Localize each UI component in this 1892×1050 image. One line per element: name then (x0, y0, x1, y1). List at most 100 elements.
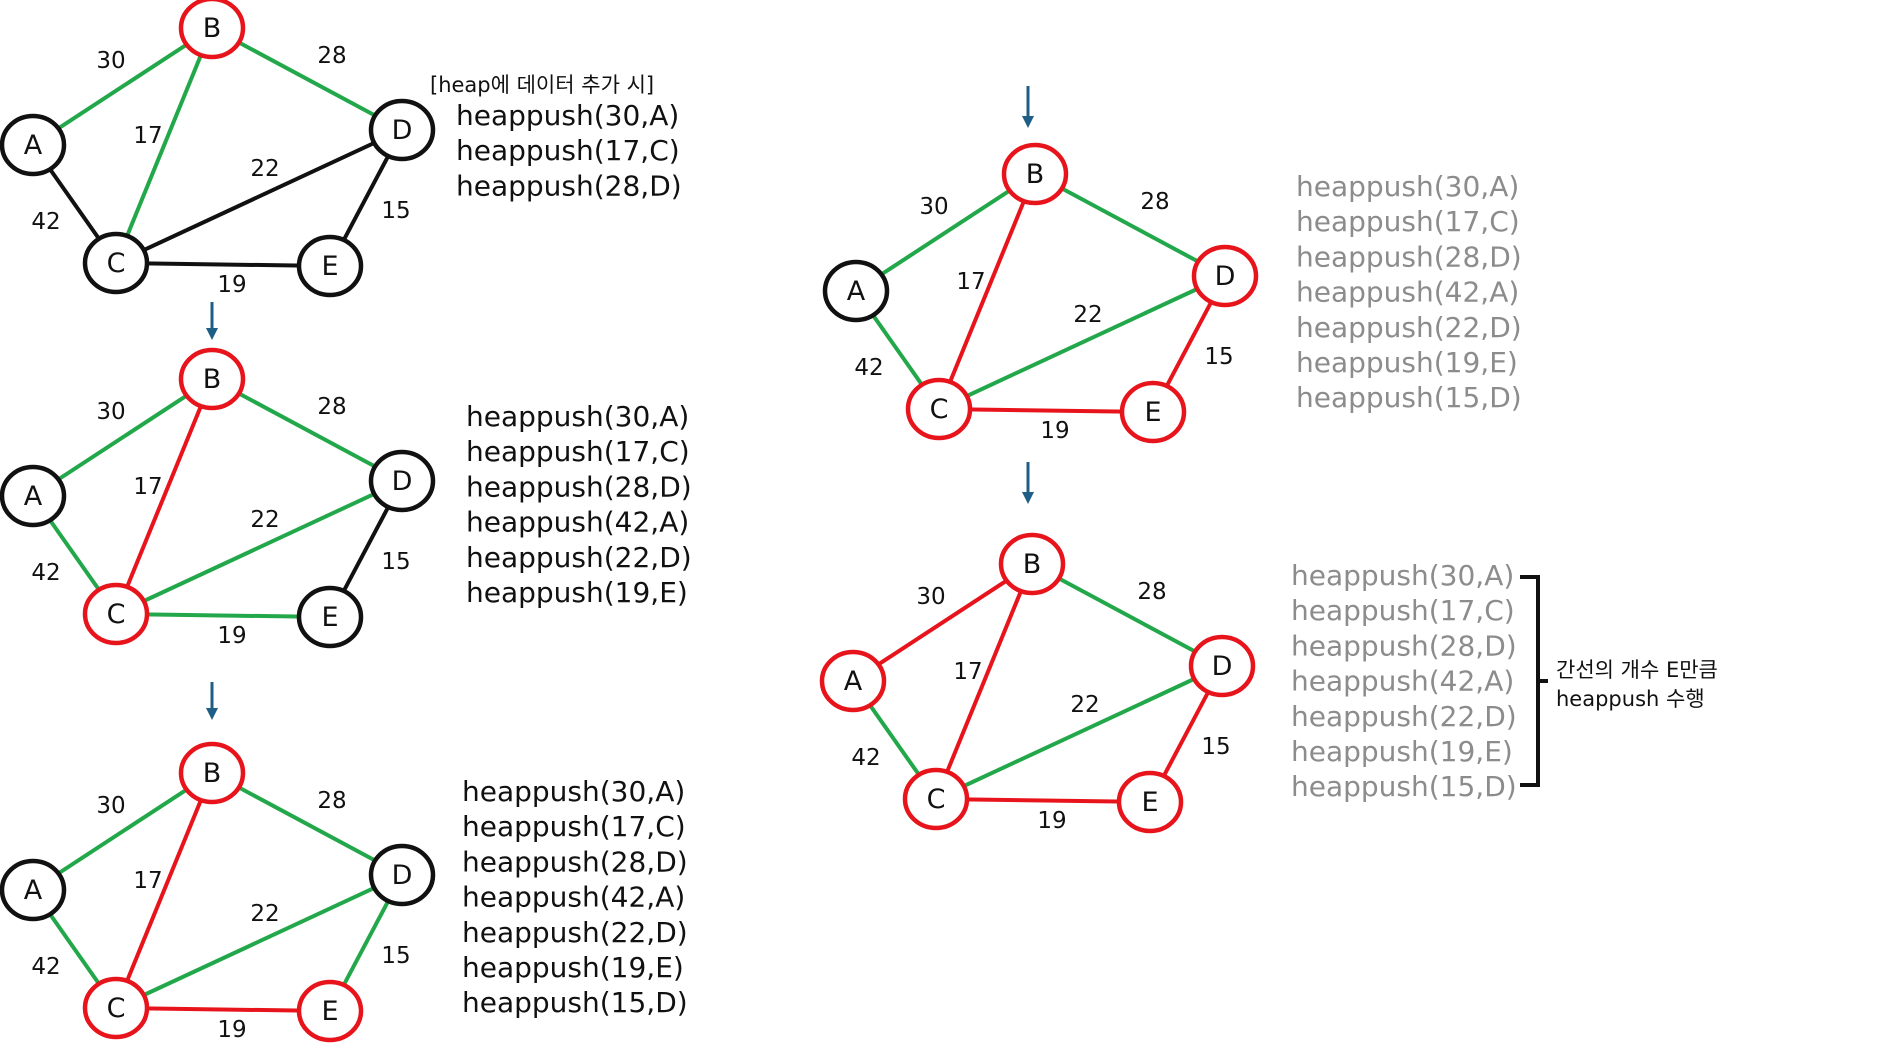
heappush-line: heappush(17,C) (1296, 205, 1520, 238)
heappush-line: heappush(30,A) (466, 400, 689, 433)
node-label: A (847, 276, 866, 307)
edge-weight: 30 (96, 793, 125, 819)
edge-weight: 28 (317, 788, 346, 814)
step-arrow (1022, 86, 1034, 128)
edge-weight: 22 (250, 507, 279, 533)
edge-weight: 17 (953, 659, 982, 685)
node-label: D (392, 466, 413, 497)
edge-weight: 19 (217, 272, 246, 298)
node-label: C (107, 248, 126, 279)
node-label: E (1141, 787, 1158, 818)
node-E: E (1119, 380, 1187, 444)
heappush-line: heappush(22,D) (462, 916, 688, 949)
node-label: E (1144, 397, 1161, 428)
node-E: E (296, 979, 364, 1043)
node-label: B (203, 13, 222, 44)
edge-weight: 28 (1140, 189, 1169, 215)
node-D: D (368, 449, 436, 513)
edge-weight: 17 (133, 474, 162, 500)
edge-weight: 42 (851, 745, 880, 771)
node-label: C (107, 599, 126, 630)
edge-CD (115, 128, 403, 265)
edge-weight: 22 (250, 901, 279, 927)
node-C: C (905, 377, 973, 441)
note-heappush-run: heappush 수행 (1556, 687, 1705, 711)
edge-weight: 42 (31, 560, 60, 586)
edge-weight: 15 (1204, 344, 1233, 370)
step-arrow (206, 302, 218, 340)
edge-weight: 17 (133, 123, 162, 149)
node-D: D (368, 843, 436, 907)
node-D: D (1188, 634, 1256, 698)
note-edge-count: 간선의 개수 E만큼 (1556, 658, 1718, 682)
node-label: A (844, 666, 863, 697)
edge-weight: 30 (96, 48, 125, 74)
edge-weight: 19 (217, 1017, 246, 1043)
node-D: D (368, 98, 436, 162)
node-label: B (203, 758, 222, 789)
node-D: D (1191, 244, 1259, 308)
heappush-line: heappush(42,A) (1291, 665, 1514, 698)
edge-AB (31, 377, 214, 498)
node-label: B (1023, 549, 1042, 580)
node-label: D (392, 115, 413, 146)
edge-CD (935, 664, 1223, 801)
edge-weight: 15 (381, 549, 410, 575)
node-label: E (321, 251, 338, 282)
heappush-line: heappush(19,E) (1291, 735, 1513, 768)
node-E: E (1116, 770, 1184, 834)
edge-CE (115, 261, 331, 268)
edge-AB (31, 771, 214, 892)
edge-CD (115, 479, 403, 616)
edge-weight: 15 (381, 943, 410, 969)
node-label: B (203, 364, 222, 395)
edge-weight: 17 (133, 868, 162, 894)
node-label: E (321, 996, 338, 1027)
heappush-line: heappush(15,D) (1296, 381, 1522, 414)
edge-weight: 17 (956, 269, 985, 295)
node-label: C (927, 784, 946, 815)
heappush-line: heappush(17,C) (456, 134, 680, 167)
node-A: A (0, 464, 67, 528)
node-label: E (321, 602, 338, 633)
edge-weight: 42 (31, 209, 60, 235)
heappush-line: heappush(28,D) (466, 470, 692, 503)
edge-CE (938, 407, 1154, 414)
edge-weight: 42 (854, 355, 883, 381)
node-B: B (178, 347, 246, 411)
node-label: D (1212, 651, 1233, 682)
edge-BD (211, 771, 403, 877)
node-A: A (0, 858, 67, 922)
node-C: C (82, 976, 150, 1040)
heappush-line: heappush(28,D) (1296, 240, 1522, 273)
edge-weight: 22 (1073, 302, 1102, 328)
heappush-line: heappush(30,A) (462, 775, 685, 808)
node-label: D (1215, 261, 1236, 292)
edge-weight: 22 (1070, 692, 1099, 718)
edge-BD (211, 26, 403, 132)
edge-BC (114, 378, 214, 615)
heappush-line: heappush(28,D) (462, 845, 688, 878)
edge-weight: 28 (317, 394, 346, 420)
edge-AB (31, 26, 214, 147)
edge-weight: 28 (1137, 579, 1166, 605)
node-label: C (930, 394, 949, 425)
heappush-line: heappush(30,A) (1291, 559, 1514, 592)
edge-CD (938, 274, 1226, 411)
edge-BD (1031, 562, 1223, 668)
heappush-line: heappush(19,E) (466, 576, 688, 609)
edge-BD (1034, 172, 1226, 278)
node-label: A (24, 130, 43, 161)
edge-CD (115, 873, 403, 1010)
heappush-line: heappush(22,D) (1296, 311, 1522, 344)
heappush-line: heappush(17,C) (466, 435, 690, 468)
edge-weight: 19 (1040, 418, 1069, 444)
node-label: D (392, 860, 413, 891)
heappush-line: heappush(42,A) (1296, 276, 1519, 309)
edge-AB (851, 562, 1034, 683)
node-B: B (998, 532, 1066, 596)
edge-BC (934, 563, 1034, 800)
edge-BD (211, 377, 403, 483)
